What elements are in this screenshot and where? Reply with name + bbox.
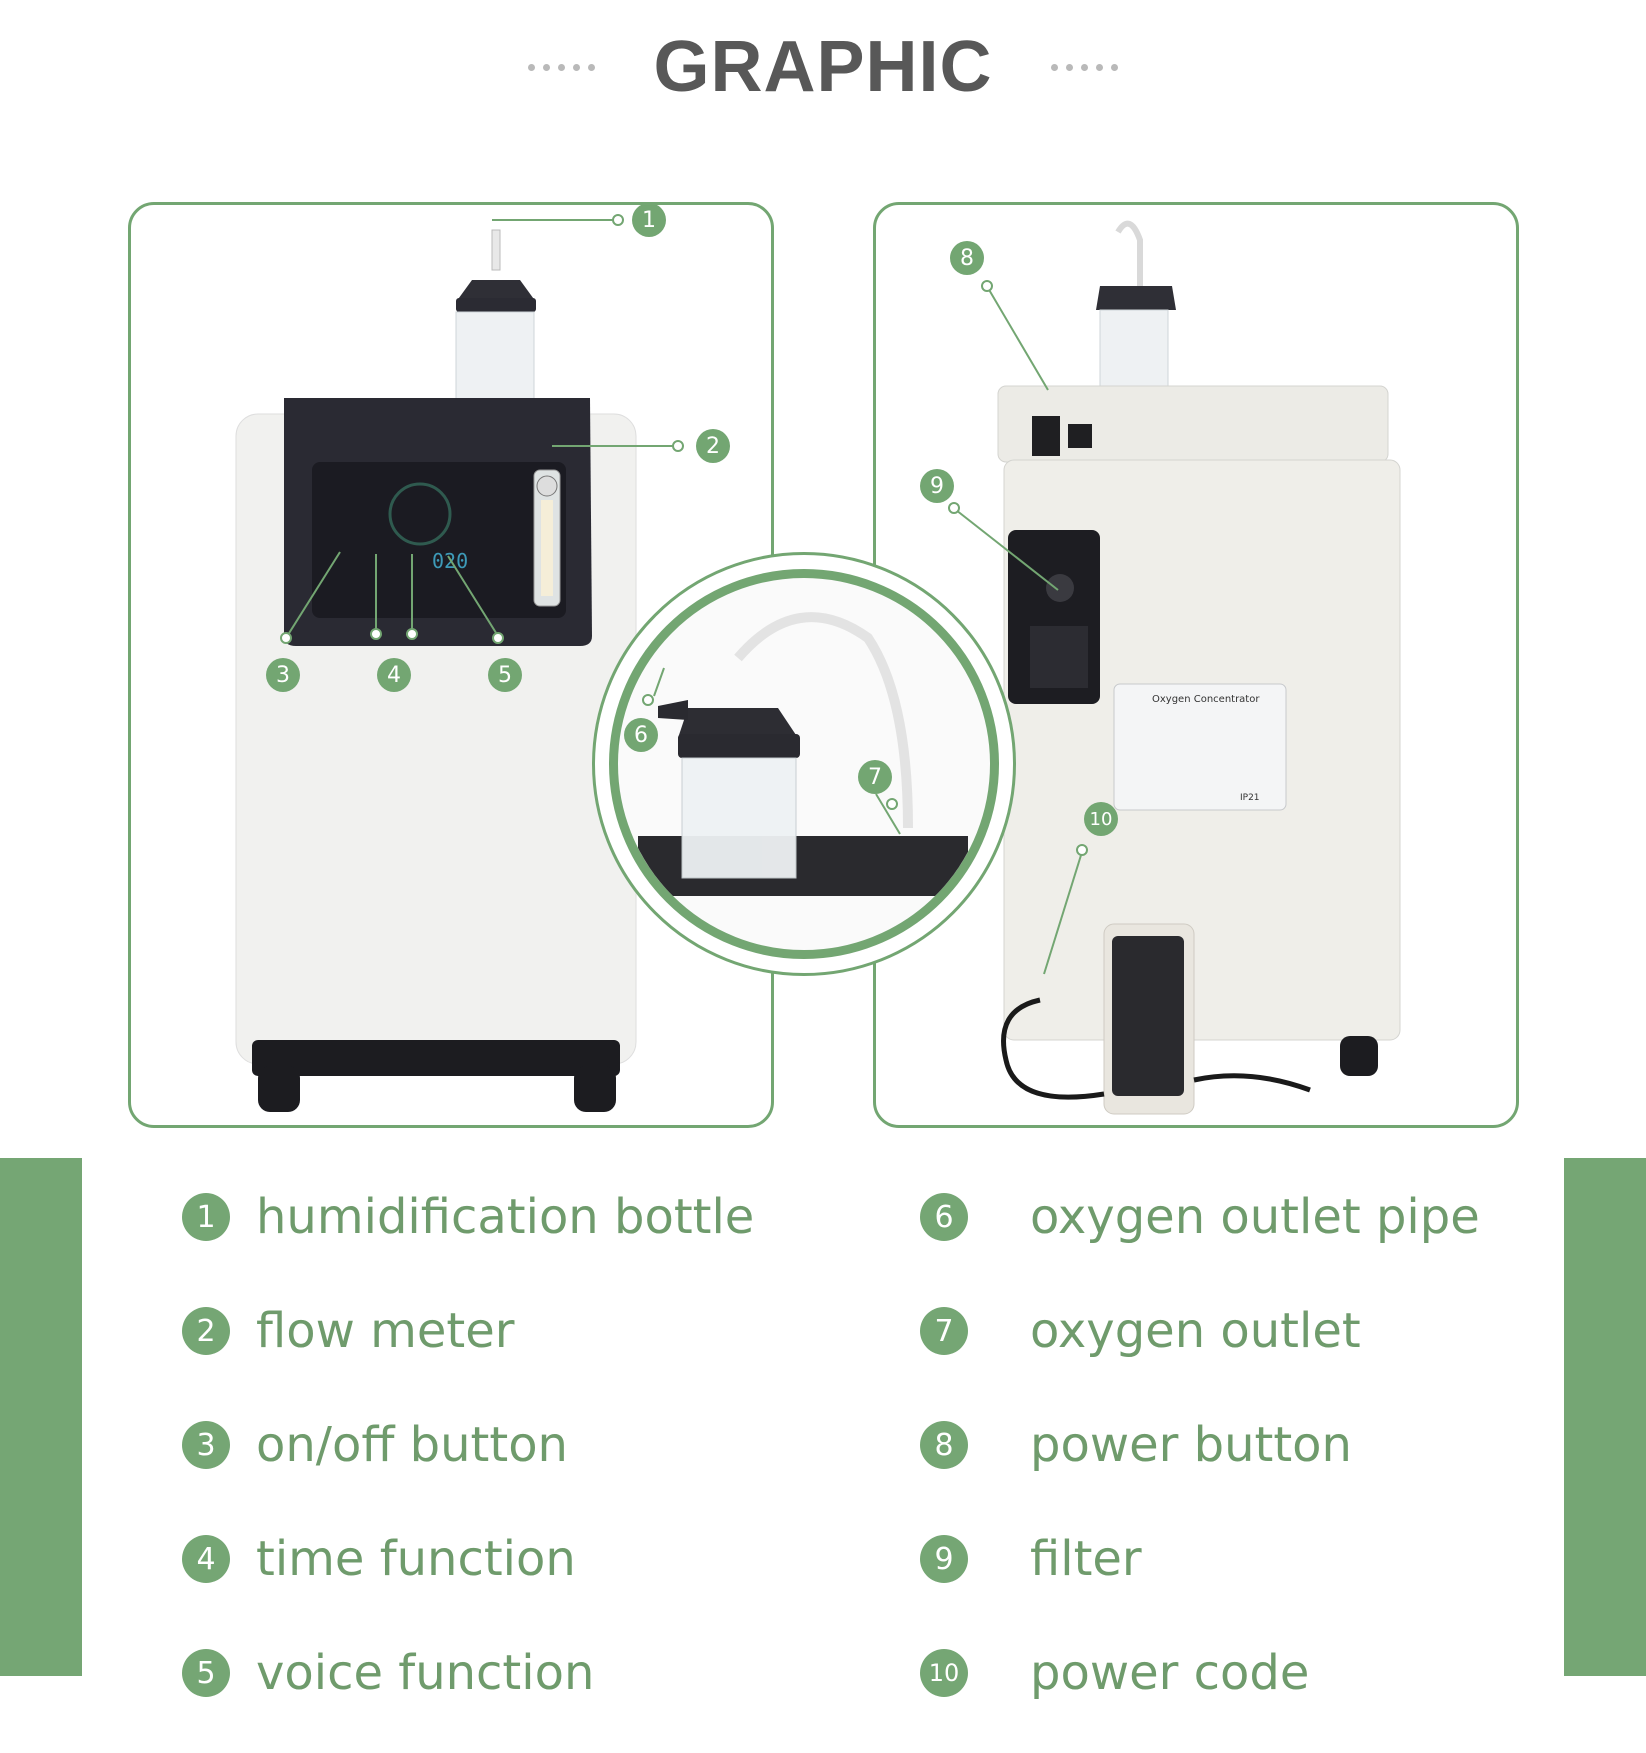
legend-label: power code [1030, 1645, 1310, 1701]
legend-label: time function [256, 1531, 576, 1587]
legend-number: 2 [182, 1307, 230, 1355]
legend-number: 1 [182, 1193, 230, 1241]
callout-3: 3 [266, 658, 300, 692]
legend-item: 6 oxygen outlet pipe [920, 1160, 1480, 1274]
legend-label: oxygen outlet [1030, 1303, 1361, 1359]
humidifier-zoom-inset [592, 552, 1016, 976]
callout-6: 6 [624, 718, 658, 752]
legend-item: 10 power code [920, 1616, 1480, 1730]
legend-item: 1 humidification bottle [182, 1160, 754, 1274]
legend-number: 8 [920, 1421, 968, 1469]
page-header: GRAPHIC [0, 22, 1646, 112]
legend-item: 4 time function [182, 1502, 754, 1616]
callout-10-pin [1076, 844, 1088, 856]
callout-10: 10 [1084, 802, 1118, 836]
legend-item: 8 power button [920, 1388, 1480, 1502]
legend-number: 10 [920, 1649, 968, 1697]
legend-number: 3 [182, 1421, 230, 1469]
callout-1: 1 [632, 203, 666, 237]
rear-label-title: Oxygen Concentrator [1152, 694, 1260, 705]
legend-number: 9 [920, 1535, 968, 1583]
callout-7-pin [886, 798, 898, 810]
side-bar-left [0, 1158, 82, 1676]
humidifier-zoom-image [609, 569, 999, 959]
callout-6-pin [642, 694, 654, 706]
callout-4-pin-b [406, 628, 418, 640]
legend-label: humidification bottle [256, 1189, 755, 1245]
callout-2: 2 [696, 429, 730, 463]
legend-item: 5 voice function [182, 1616, 754, 1730]
legend-left-column: 1 humidification bottle 2 flow meter 3 o… [182, 1160, 754, 1730]
legend-item: 3 on/off button [182, 1388, 754, 1502]
humidifier-detail-drawing [638, 612, 968, 896]
legend-label: flow meter [256, 1303, 515, 1359]
legend-label: voice function [256, 1645, 595, 1701]
legend-label: oxygen outlet pipe [1030, 1189, 1480, 1245]
legend-label: on/off button [256, 1417, 568, 1473]
callout-5: 5 [488, 658, 522, 692]
legend-item: 7 oxygen outlet [920, 1274, 1480, 1388]
callout-1-pin [612, 214, 624, 226]
legend-label: filter [1030, 1531, 1142, 1587]
callout-5-pin [492, 632, 504, 644]
title-dots-left [528, 63, 596, 71]
callout-7: 7 [858, 760, 892, 794]
page-title: GRAPHIC [653, 27, 993, 107]
callout-4-pin-a [370, 628, 382, 640]
legend-right-column: 6 oxygen outlet pipe 7 oxygen outlet 8 p… [920, 1160, 1480, 1730]
leader-lines [285, 219, 1083, 975]
legend-number: 6 [920, 1193, 968, 1241]
device-illustration: 020 Oxygen Concentrator IP21 [235, 219, 1401, 1115]
callout-9-pin [948, 502, 960, 514]
legend-item: 2 flow meter [182, 1274, 754, 1388]
title-dots-right [1050, 63, 1118, 71]
callout-4: 4 [377, 658, 411, 692]
callout-8-pin [981, 280, 993, 292]
rear-unit: Oxygen Concentrator IP21 [997, 220, 1401, 1115]
legend-item: 9 filter [920, 1502, 1480, 1616]
legend-number: 4 [182, 1535, 230, 1583]
callout-8: 8 [950, 241, 984, 275]
callout-2-pin [672, 440, 684, 452]
callout-3-pin [280, 632, 292, 644]
rear-label-rating: IP21 [1240, 793, 1260, 803]
legend-number: 7 [920, 1307, 968, 1355]
legend-label: power button [1030, 1417, 1352, 1473]
side-bar-right [1564, 1158, 1646, 1676]
callout-9: 9 [920, 469, 954, 503]
legend-number: 5 [182, 1649, 230, 1697]
